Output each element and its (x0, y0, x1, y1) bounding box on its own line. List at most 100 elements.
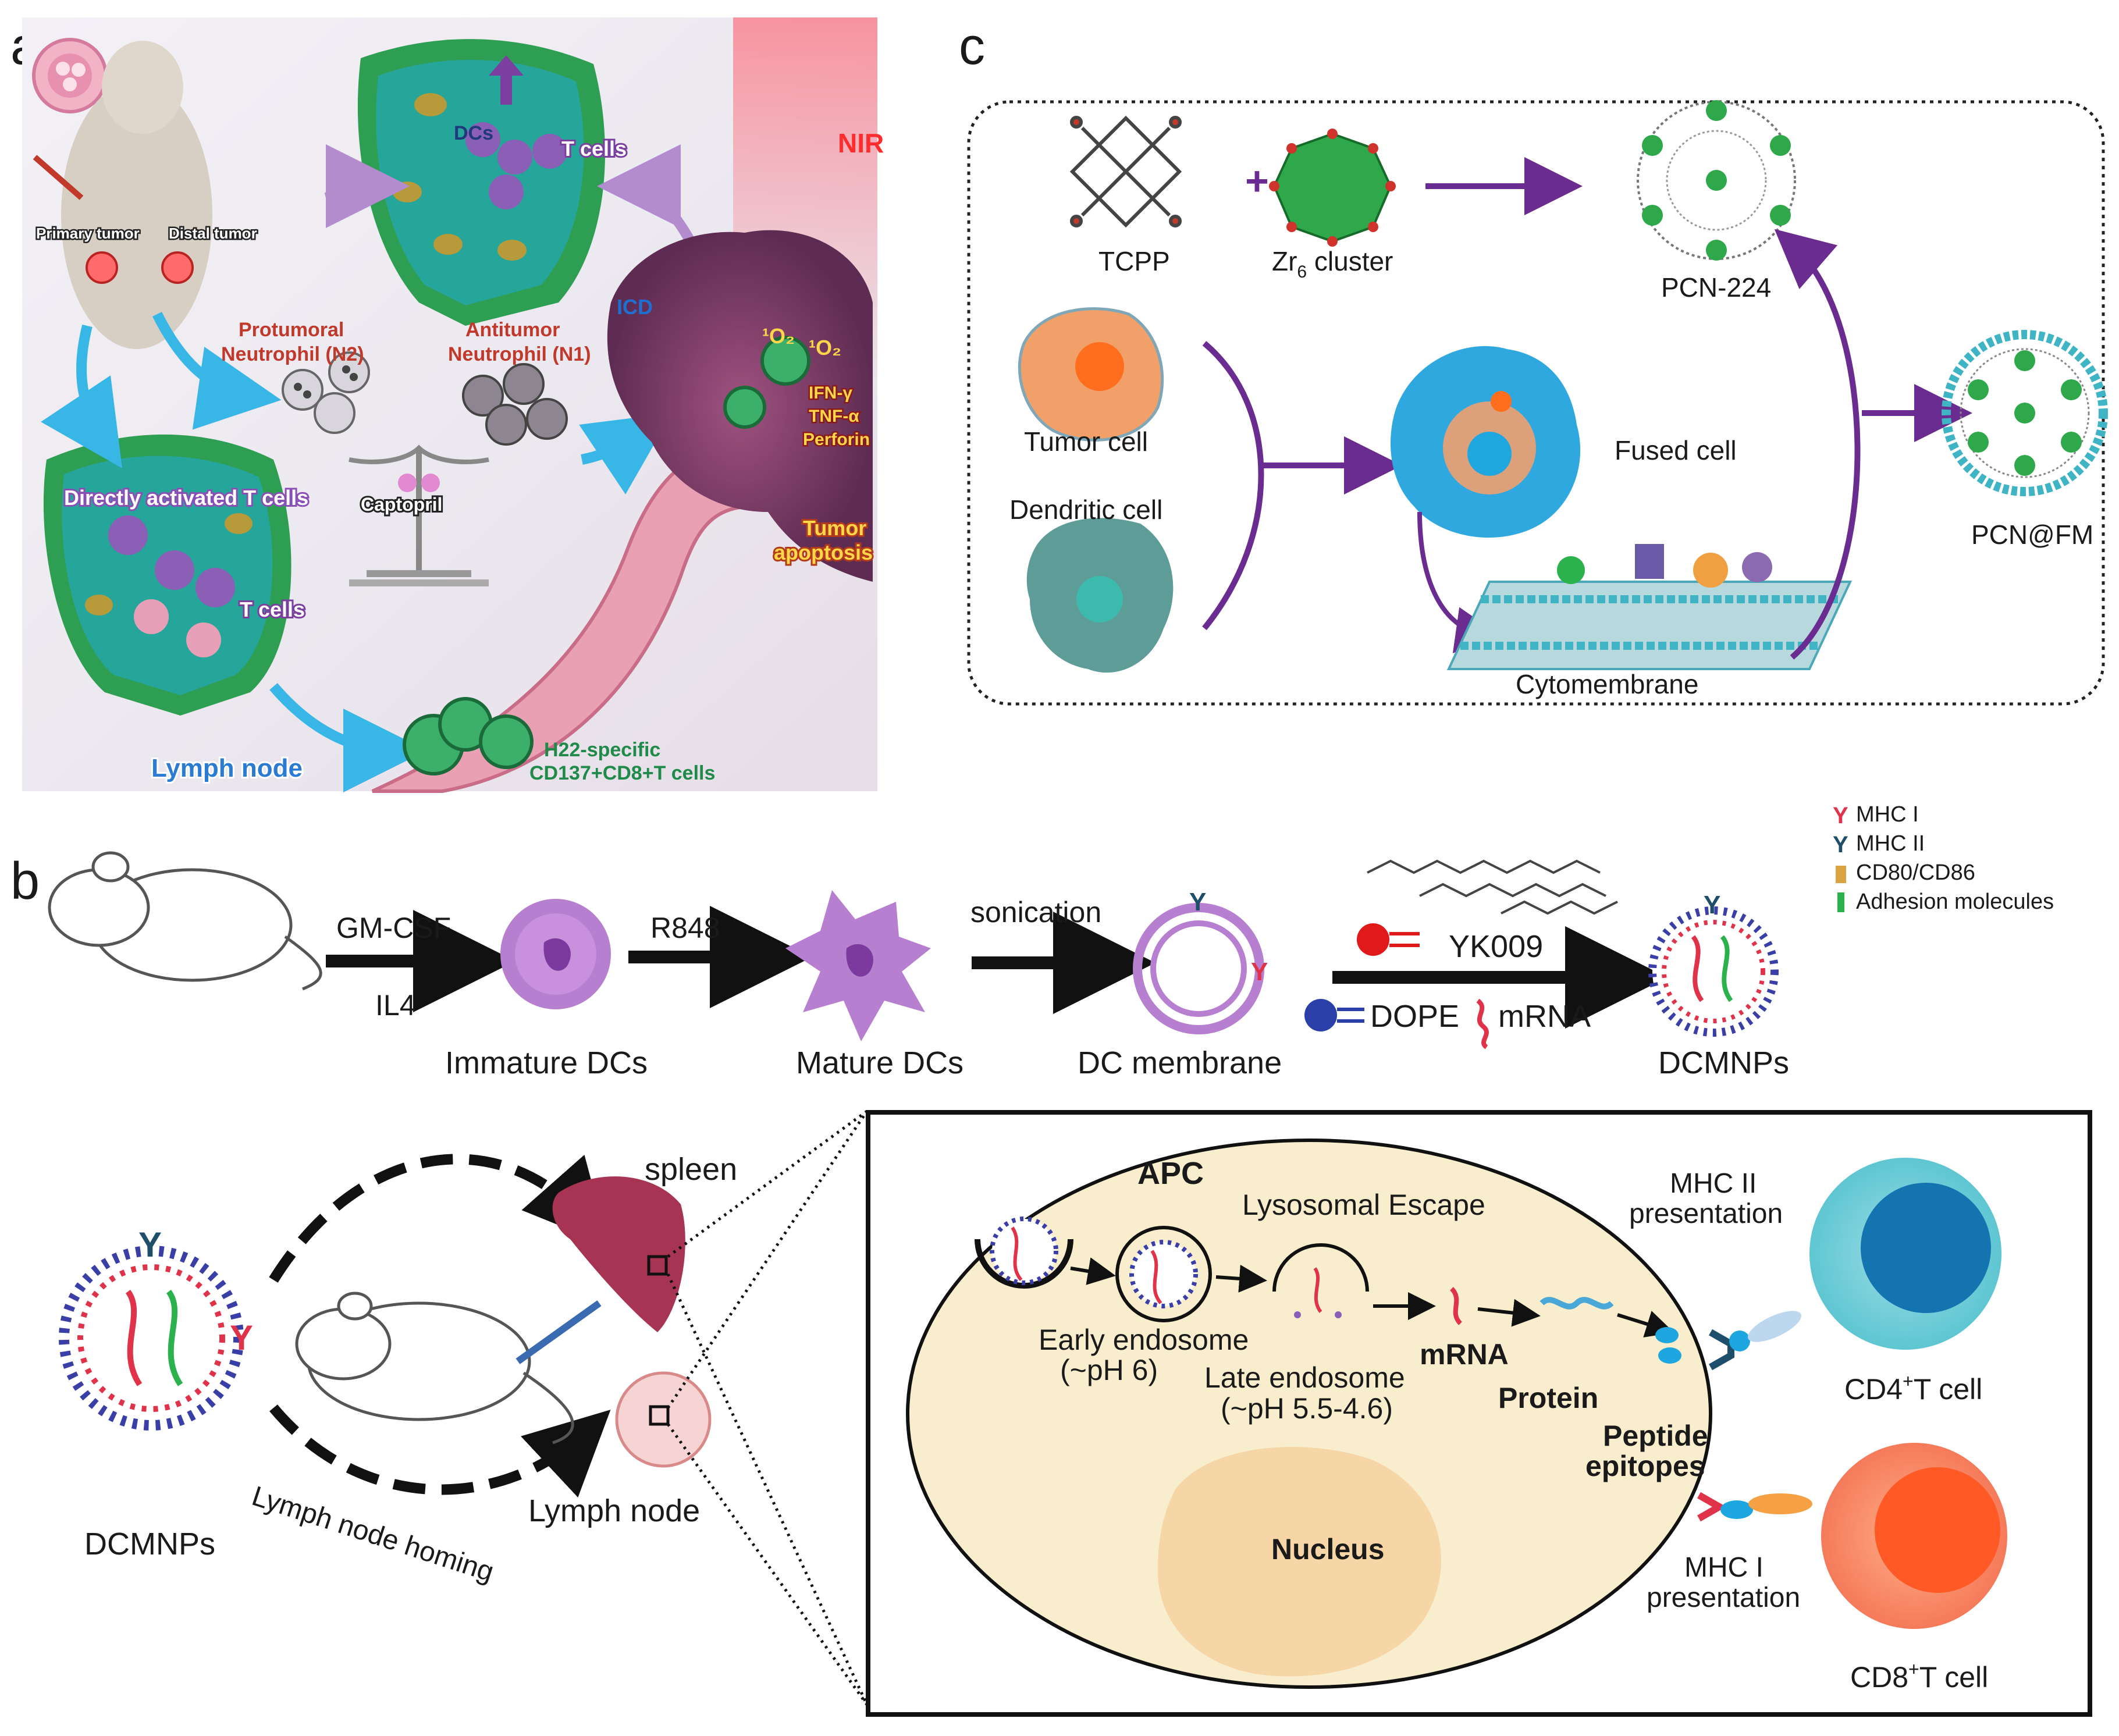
arrow-to-vessel (579, 413, 672, 495)
arrow-to-cd8 (269, 683, 427, 792)
cd4-label: CD4+T cell (1844, 1371, 1982, 1406)
dendritic-cell-label: Dendritic cell (1009, 495, 1162, 525)
tumor-apoptosis-2: apoptosis (774, 540, 873, 564)
pcn-fm-label: PCN@FM (1971, 520, 2093, 550)
dcs-label: DCs (454, 122, 493, 144)
tcpp-molecule-icon (1069, 115, 1182, 228)
lymph-node-organ-label: Lymph node (528, 1493, 700, 1528)
antitumor-label-2: Neutrophil (N1) (448, 343, 591, 365)
mature-dc-icon (785, 890, 931, 1041)
gmcsf-label: GM-CSF (336, 912, 451, 944)
arrow-to-early-endosome (1070, 1257, 1116, 1285)
arrow-cells-merge (1202, 341, 1264, 631)
protein-label: Protein (1498, 1382, 1598, 1414)
mrna-label: mRNA (1498, 999, 1591, 1034)
arrow-to-neutrophils (152, 311, 282, 430)
dope-lipid-icon (1304, 999, 1337, 1031)
t-cells-bottom-label: T cells (240, 597, 305, 621)
dashed-arrow-to-spleen (269, 1154, 609, 1283)
mhc1-presentation-1: MHC I (1684, 1552, 1764, 1583)
nanoparticle-icon (32, 38, 108, 113)
ifn-label: IFN-γ (809, 383, 852, 403)
pcn224-label: PCN-224 (1661, 272, 1771, 303)
peptide-label-2: epitopes (1585, 1450, 1705, 1482)
syringe-icon (515, 1300, 602, 1364)
cd8-tcell-in-tumor-2 (723, 386, 766, 429)
primary-tumor-label: Primary tumor (36, 225, 140, 242)
tnf-label: TNF-α (809, 407, 859, 426)
balance-scale-icon (349, 444, 489, 586)
cytomembrane-icon (1446, 544, 1853, 670)
fused-cell-icon (1391, 346, 1581, 538)
zoom-line-3 (666, 1273, 869, 1706)
mhc2-legend-icon: Y (1833, 832, 1848, 858)
panel-b: b Y MHC I Y MHC II CD80/CD86 Adhesion mo… (10, 802, 2092, 1717)
injection-mouse-icon (295, 1292, 574, 1445)
zoom-line-4 (666, 1423, 869, 1706)
il4-label: IL4 (375, 989, 416, 1022)
mrna-inner-label: mRNA (1420, 1338, 1509, 1371)
tcpp-label: TCPP (1098, 246, 1170, 276)
early-endosome-label: Early endosome (1039, 1324, 1249, 1356)
dc-membrane-icon: Y Y (1133, 888, 1268, 1034)
legend-mhc1: MHC I (1856, 802, 1919, 827)
nucleus-shape (1158, 1447, 1441, 1677)
mrna-helix-icon (1476, 998, 1489, 1050)
endocytosis-icon (975, 1216, 1073, 1289)
legend-mhc2: MHC II (1856, 831, 1925, 856)
plus-icon: + (1245, 158, 1269, 204)
late-endosome-icon (1272, 1243, 1369, 1318)
pcn224-framework-icon (1637, 100, 1796, 261)
r848-label: R848 (650, 912, 720, 944)
cd80-legend-icon (1836, 866, 1846, 883)
mouse-with-tumors-icon (33, 41, 212, 349)
icd-label: ICD (617, 295, 653, 319)
cd4-prefix: CD4 (1844, 1373, 1903, 1406)
antitumor-label-1: Antitumor (465, 319, 560, 341)
perforin-label: Perforin (803, 430, 870, 449)
tumor-apoptosis-1: Tumor (803, 516, 866, 540)
lymph-node-label: Lymph node (151, 754, 303, 782)
spleen-label: spleen (645, 1152, 737, 1187)
protein-icon (1540, 1297, 1614, 1310)
dashed-arrow-to-lymph (269, 1404, 611, 1498)
zr6-cluster-icon (1269, 129, 1396, 247)
arrow-to-protein (1477, 1299, 1541, 1327)
mhc2-tcr-icon (1709, 1311, 1801, 1371)
antitumor-neutrophils-icon (462, 363, 568, 446)
cd8-tcells-cluster-icon (403, 697, 534, 775)
cytomembrane-label: Cytomembrane (1516, 669, 1698, 699)
dcmnps-bottom-label: DCMNPs (84, 1527, 215, 1561)
arrow-to-peptide (1617, 1311, 1674, 1337)
mhc2-presentation-1: MHC II (1670, 1168, 1757, 1199)
svg-text:Y: Y (138, 1225, 162, 1264)
arrow-membrane-pcn-loop (1774, 229, 1861, 660)
protumoral-label-1: Protumoral (239, 319, 344, 341)
peptide-epitopes-icon (1655, 1327, 1681, 1364)
arrow-to-bottom-node (41, 324, 122, 468)
protumoral-label-2: Neutrophil (N2) (221, 343, 364, 365)
mature-dcs-label: Mature DCs (796, 1045, 963, 1080)
legend-adhesion: Adhesion molecules (1856, 890, 2054, 914)
nucleus-label: Nucleus (1271, 1533, 1385, 1566)
h22-label-1: H22-specific (544, 739, 660, 761)
late-endosome-label: Late endosome (1204, 1361, 1405, 1394)
legend-cd80: CD80/CD86 (1856, 860, 1975, 885)
pcn-fm-nanoparticle-icon (1942, 330, 2108, 496)
yk009-label: YK009 (1449, 929, 1543, 964)
cd8-prefix: CD8 (1850, 1661, 1908, 1694)
early-endosome-icon (1115, 1226, 1212, 1322)
cd8-label: CD8+T cell (1850, 1659, 1988, 1694)
panel-c-letter: c (959, 17, 985, 76)
early-ph-label: (~pH 6) (1060, 1354, 1158, 1386)
zr6-cluster-label: Zr6 cluster (1272, 246, 1393, 282)
fused-cell-label: Fused cell (1615, 435, 1737, 465)
cd4-tcell-nucleus (1861, 1183, 1991, 1313)
mhc1-tcr-icon (1697, 1492, 1812, 1522)
immature-dcs-label: Immature DCs (445, 1045, 648, 1080)
cd8-suffix: T cell (1919, 1661, 1989, 1694)
bottom-lymph-node-icon (43, 434, 291, 716)
dc-membrane-label: DC membrane (1078, 1045, 1282, 1080)
panel-b-letter: b (10, 852, 40, 910)
